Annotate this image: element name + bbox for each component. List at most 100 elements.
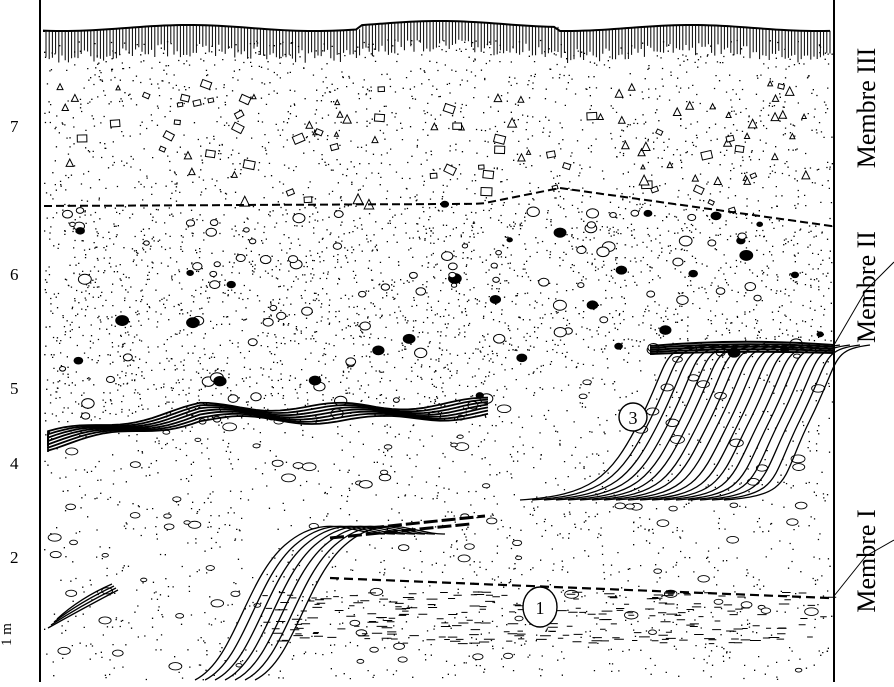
gravel-clast [102,553,108,557]
pebble [277,312,286,319]
pebble [360,322,370,330]
block-clast [304,197,312,203]
pebble [210,220,218,226]
gravel-clast [169,663,182,670]
pebble [263,318,273,326]
pebble [740,250,753,260]
pebble [373,346,384,355]
gravel-clast [356,630,367,636]
pebble [334,211,343,218]
gravel-clast [503,653,512,658]
pebble [631,210,639,216]
gravel-clast [458,555,470,562]
gravel-clast [714,599,723,604]
block-clast [479,165,485,169]
gravel-clast [50,551,61,557]
pebble [106,376,114,382]
block-clast [735,145,744,152]
gravel-clast [253,444,260,448]
gravel-clast [727,536,739,543]
pebble [716,288,725,295]
pebble [410,272,418,278]
gravel-clast [48,534,61,541]
pebble [539,278,549,286]
pebble [78,274,91,284]
gravel-clast [451,443,458,447]
gravel-clast [626,504,635,509]
gravel-clast [512,540,521,545]
pebble [116,316,129,326]
scale-tick-6: 6 [10,266,19,283]
pebble [70,222,76,226]
pebble [490,296,500,304]
pebble [448,263,457,270]
pebble [244,228,250,232]
pebble [493,277,500,282]
scale-tick-7: 7 [10,118,19,135]
gravel-clast [293,463,303,469]
block-clast [77,135,87,142]
pebble [76,228,84,235]
gravel-clast [730,503,738,507]
gravel-clast [793,464,805,471]
pebble [673,258,683,266]
block-clast [180,94,189,102]
marker-1-label: 1 [536,598,545,618]
pebble [791,272,798,278]
pebble [817,332,823,337]
gravel-clast [730,439,744,447]
gravel-clast [357,659,364,663]
pebble [745,282,756,290]
gravel-clast [657,520,669,527]
gravel-clast [282,474,296,482]
pebble [309,376,321,385]
block-clast [208,98,214,103]
gravel-clast [394,643,405,649]
pebble [660,326,671,335]
gravel-clast [176,614,184,619]
pebble [738,233,746,239]
gravel-clast [164,514,171,518]
gravel-clast [579,394,587,399]
gravel-clast [223,423,237,431]
block-clast [546,151,555,158]
pebble [494,334,505,343]
gravel-clast [457,435,463,438]
gravel-clast [497,405,510,413]
pebble [214,262,220,267]
pebble [74,357,83,364]
pebble [76,208,83,214]
gravel-clast [130,462,140,468]
block-clast [177,102,183,106]
pebble [193,263,202,270]
pebble [186,220,194,226]
pebble [711,212,721,220]
block-clast [330,144,338,151]
pebble [288,256,297,263]
pebble [293,213,305,222]
block-clast [483,170,494,178]
gravel-clast [66,504,76,510]
pebble [647,291,655,297]
block-clast [374,114,384,122]
pebble [359,291,366,297]
gravel-clast [359,481,372,488]
pebble [708,240,716,246]
gravel-clast [398,545,408,551]
scale-tick-4: 4 [10,455,19,472]
pebble [144,241,150,245]
gravel-clast [141,578,147,582]
gravel-clast [370,588,382,595]
pebble [610,212,616,217]
pebble [449,272,456,277]
block-clast [481,187,492,195]
pebble [577,246,586,253]
pebble [403,334,415,343]
pebble [597,247,609,257]
block-clast [701,150,713,160]
gravel-clast [66,590,77,596]
gravel-clast [113,650,124,656]
pebble [491,263,497,268]
pebble [757,222,763,226]
gravel-clast [583,380,591,385]
